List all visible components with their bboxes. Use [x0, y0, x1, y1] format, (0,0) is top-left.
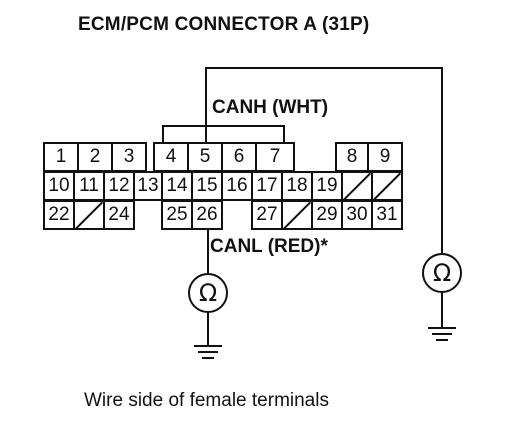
diagram-title: ECM/PCM CONNECTOR A (31P): [78, 14, 370, 35]
terminal-5: 5: [187, 142, 223, 172]
terminal-24: 24: [103, 200, 135, 230]
terminal-21-unused: [371, 171, 403, 201]
terminal-12: 12: [103, 171, 135, 201]
terminal-31: 31: [371, 200, 403, 230]
terminal-17: 17: [251, 171, 283, 201]
terminal-7: 7: [255, 142, 295, 172]
terminal-22: 22: [43, 200, 75, 230]
terminal-8: 8: [335, 142, 369, 172]
terminal-4: 4: [153, 142, 189, 172]
terminal-3: 3: [111, 142, 147, 172]
terminal-14: 14: [161, 171, 193, 201]
terminal-2: 2: [77, 142, 113, 172]
terminal-25: 25: [161, 200, 193, 230]
canl-label: CANL (RED)*: [210, 236, 328, 257]
terminal-11: 11: [73, 171, 105, 201]
terminal-26: 26: [191, 200, 223, 230]
terminal-20-unused: [341, 171, 373, 201]
terminal-13: 13: [133, 171, 163, 201]
terminal-10: 10: [43, 171, 75, 201]
terminal-19: 19: [311, 171, 343, 201]
canh-bracket: [162, 125, 285, 142]
terminal-29: 29: [311, 200, 343, 230]
terminal-18: 18: [281, 171, 313, 201]
terminal-16: 16: [221, 171, 253, 201]
terminal-1: 1: [43, 142, 79, 172]
terminal-6: 6: [221, 142, 257, 172]
canh-label: CANH (WHT): [212, 97, 329, 118]
terminal-23-unused: [73, 200, 105, 230]
canh-wire: [205, 67, 443, 258]
terminal-28-unused: [281, 200, 313, 230]
terminal-27: 27: [251, 200, 283, 230]
left-ohm-icon: Ω: [198, 279, 218, 307]
terminal-9: 9: [367, 142, 403, 172]
diagram-caption: Wire side of female terminals: [84, 390, 329, 411]
terminal-15: 15: [191, 171, 223, 201]
terminal-30: 30: [341, 200, 373, 230]
right-ohm-icon: Ω: [432, 259, 452, 287]
